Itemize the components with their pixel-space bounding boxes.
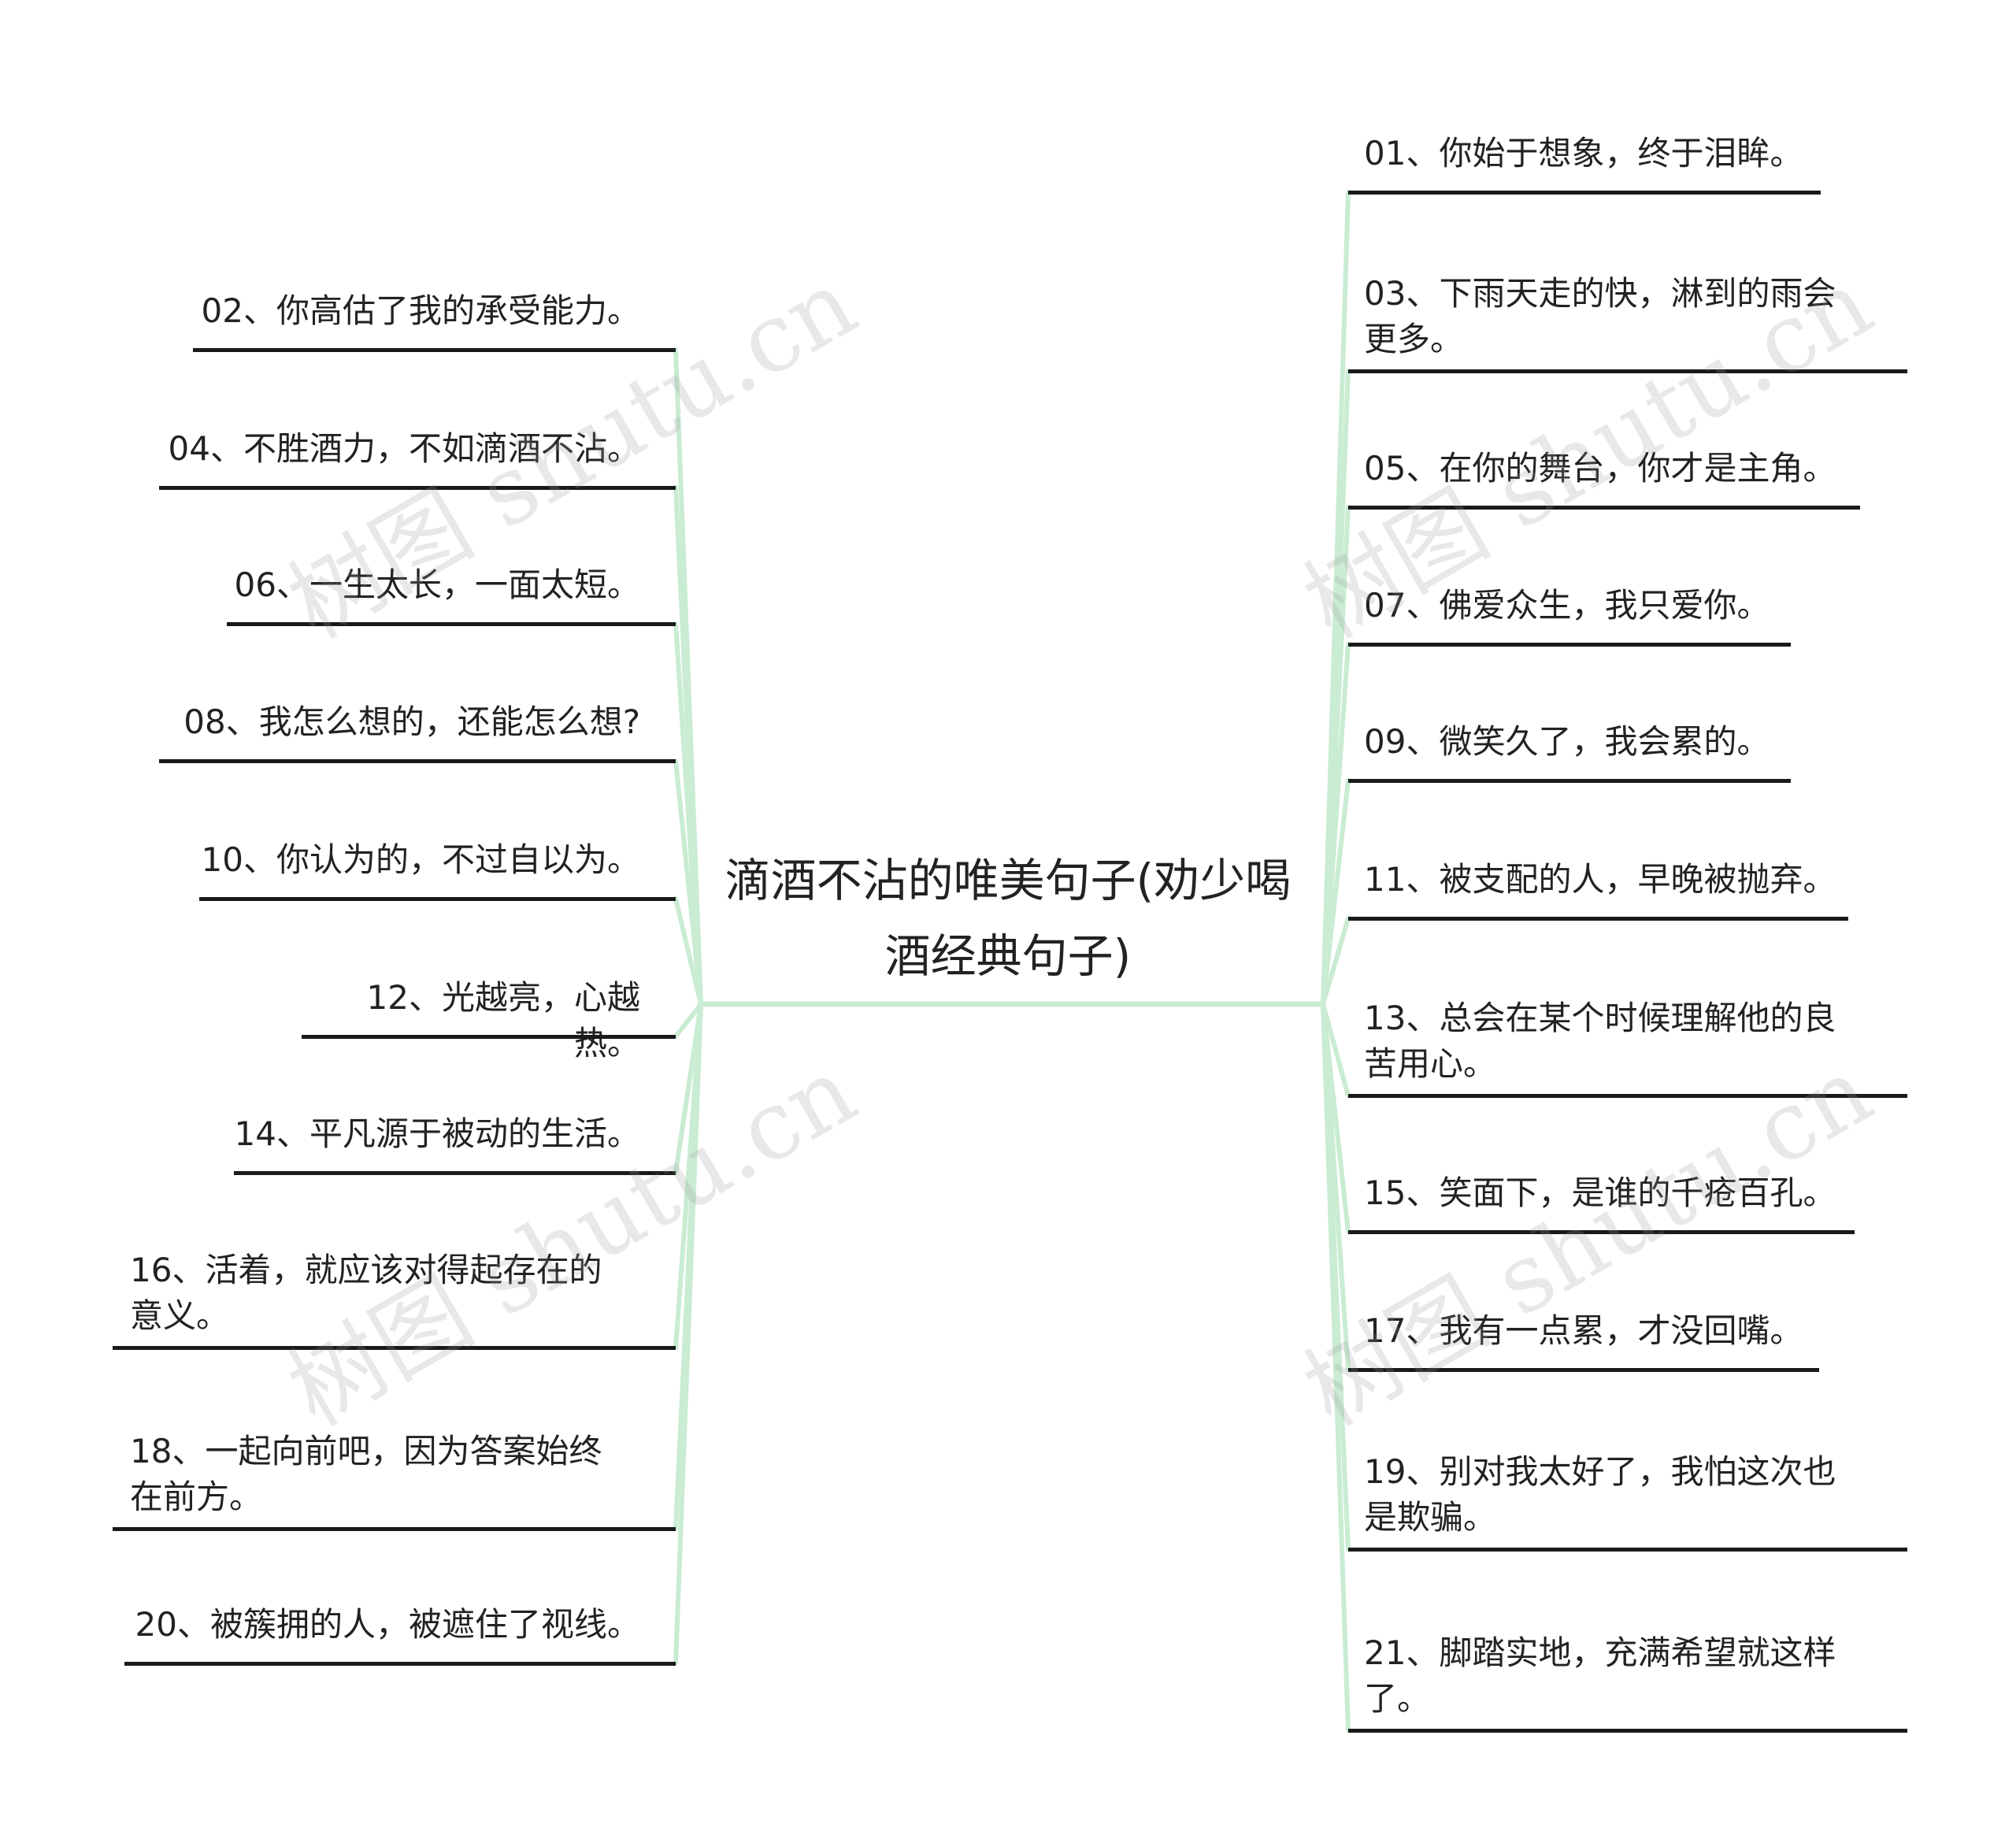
- right-node-07[interactable]: 07、佛爱众生，我只爱你。: [1348, 570, 1791, 647]
- node-text: 08、我怎么想的，还能怎么想?: [183, 703, 640, 741]
- node-underline: [193, 348, 676, 352]
- branch-line: [1321, 642, 1351, 1007]
- node-underline: [159, 486, 676, 490]
- node-text: 20、被簇拥的人，被遮住了视线。: [135, 1605, 640, 1644]
- node-underline: [159, 759, 676, 763]
- central-topic[interactable]: 滴酒不沾的唯美句子(劝少喝酒经典句子): [724, 854, 1292, 983]
- node-underline: [1348, 779, 1791, 783]
- node-underline: [1348, 369, 1907, 373]
- node-text: 11、被支配的人，早晚被抛弃。: [1364, 860, 1836, 899]
- node-underline: [1348, 1548, 1907, 1552]
- left-node-18[interactable]: 18、一起向前吧，因为答案始终在前方。: [113, 1418, 676, 1531]
- right-node-01[interactable]: 01、你始于想象，终于泪眸。: [1348, 118, 1821, 195]
- right-node-21[interactable]: 21、脚踏实地，充满希望就这样了。: [1348, 1619, 1907, 1733]
- node-underline: [1348, 1230, 1855, 1234]
- node-underline: [113, 1346, 676, 1350]
- branch-line: [1321, 778, 1351, 1007]
- node-text: 13、总会在某个时候理解他的良苦用心。: [1364, 999, 1836, 1083]
- node-text: 09、微笑久了，我会累的。: [1364, 722, 1770, 761]
- right-node-15[interactable]: 15、笑面下，是谁的千疮百孔。: [1348, 1158, 1855, 1234]
- node-underline: [1348, 1729, 1907, 1733]
- node-underline: [124, 1662, 676, 1666]
- left-node-20[interactable]: 20、被簇拥的人，被遮住了视线。: [124, 1589, 676, 1666]
- node-text: 17、我有一点累，才没回嘴。: [1364, 1311, 1803, 1350]
- right-node-17[interactable]: 17、我有一点累，才没回嘴。: [1348, 1296, 1819, 1372]
- branch-line: [1321, 1002, 1351, 1098]
- left-node-02[interactable]: 02、你高估了我的承受能力。: [193, 276, 676, 352]
- node-text: 07、佛爱众生，我只爱你。: [1364, 586, 1770, 625]
- node-text: 10、你认为的，不过自以为。: [201, 840, 640, 879]
- node-underline: [1348, 1094, 1907, 1098]
- node-text: 03、下雨天走的快，淋到的雨会更多。: [1364, 274, 1836, 358]
- left-node-12[interactable]: 12、光越亮，心越热。: [302, 962, 676, 1062]
- node-text: 15、笑面下，是谁的千疮百孔。: [1364, 1173, 1836, 1212]
- left-node-14[interactable]: 14、平凡源于被动的生活。: [234, 1099, 676, 1175]
- node-underline: [1348, 1368, 1819, 1372]
- node-underline: [1348, 506, 1860, 510]
- right-node-05[interactable]: 05、在你的舞台，你才是主角。: [1348, 433, 1860, 510]
- node-text: 06、一生太长，一面太短。: [234, 565, 640, 604]
- node-text: 16、活着，就应该对得起存在的意义。: [130, 1251, 602, 1335]
- right-node-19[interactable]: 19、别对我太好了，我怕这次也是欺骗。: [1348, 1438, 1907, 1552]
- node-text: 18、一起向前吧，因为答案始终在前方。: [130, 1432, 602, 1516]
- branch-line: [1321, 1002, 1351, 1733]
- branch-line: [673, 896, 703, 1007]
- node-text: 04、不胜酒力，不如滴酒不沾。: [168, 429, 640, 468]
- node-text: 01、你始于想象，终于泪眸。: [1364, 134, 1803, 172]
- node-text: 12、光越亮，心越热。: [366, 978, 640, 1062]
- node-text: 02、你高估了我的承受能力。: [201, 291, 640, 330]
- left-node-06[interactable]: 06、一生太长，一面太短。: [227, 550, 676, 626]
- node-underline: [1348, 917, 1848, 921]
- left-node-08[interactable]: 08、我怎么想的，还能怎么想?: [159, 687, 676, 763]
- branch-line: [673, 1002, 703, 1039]
- right-node-13[interactable]: 13、总会在某个时候理解他的良苦用心。: [1348, 984, 1907, 1098]
- right-node-11[interactable]: 11、被支配的人，早晚被抛弃。: [1348, 844, 1848, 921]
- node-underline: [227, 622, 676, 626]
- right-node-09[interactable]: 09、微笑久了，我会累的。: [1348, 706, 1791, 783]
- node-text: 21、脚踏实地，充满希望就这样了。: [1364, 1633, 1836, 1718]
- left-node-10[interactable]: 10、你认为的，不过自以为。: [199, 825, 676, 901]
- left-node-16[interactable]: 16、活着，就应该对得起存在的意义。: [113, 1237, 676, 1350]
- branch-line: [1321, 916, 1351, 1007]
- node-underline: [199, 897, 676, 901]
- right-node-03[interactable]: 03、下雨天走的快，淋到的雨会更多。: [1348, 260, 1907, 373]
- node-underline: [302, 1035, 676, 1039]
- node-underline: [1348, 191, 1821, 195]
- node-underline: [1348, 643, 1791, 647]
- node-underline: [113, 1527, 676, 1531]
- branch-line: [673, 1002, 703, 1666]
- node-underline: [234, 1171, 676, 1175]
- left-node-04[interactable]: 04、不胜酒力，不如滴酒不沾。: [159, 413, 676, 490]
- branch-line: [673, 758, 703, 1007]
- node-text: 05、在你的舞台，你才是主角。: [1364, 449, 1836, 488]
- node-text: 19、别对我太好了，我怕这次也是欺骗。: [1364, 1452, 1836, 1537]
- node-text: 14、平凡源于被动的生活。: [234, 1114, 640, 1153]
